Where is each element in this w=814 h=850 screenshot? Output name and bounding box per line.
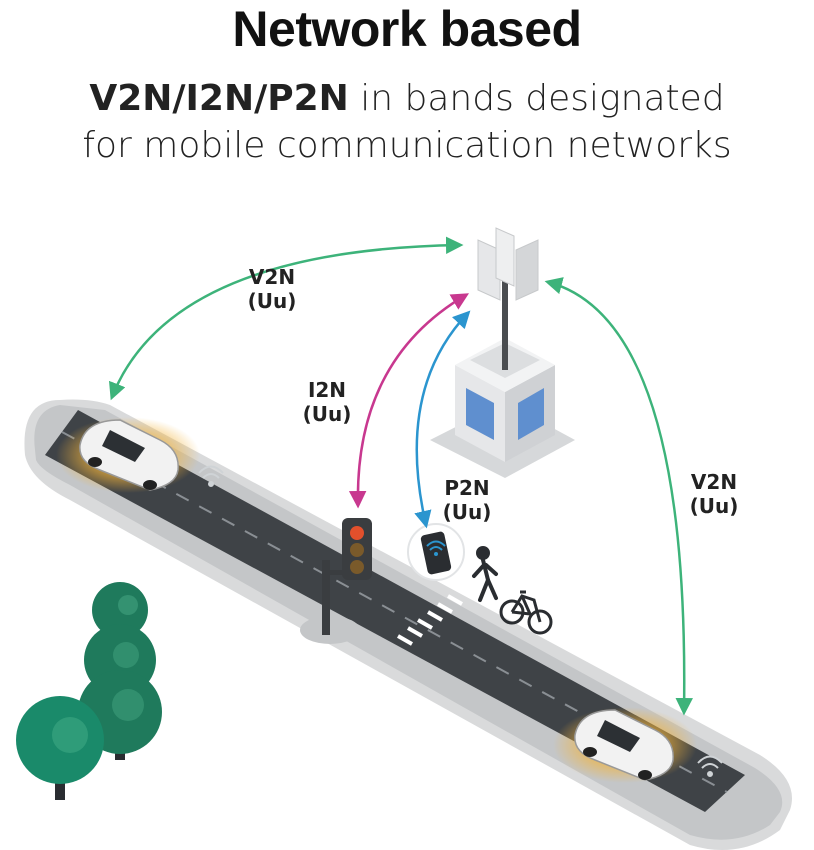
subtitle-bold-terms: V2N/I2N/P2N [89, 78, 349, 119]
v2n-right-interface: (Uu) [689, 494, 739, 518]
car-icon [56, 417, 200, 493]
pedestrian-icon [472, 546, 498, 602]
diagram-title: Network based [232, 1, 582, 57]
subtitle-line-2: for mobile communication networks [82, 125, 732, 166]
p2n-name: P2N [444, 476, 490, 500]
i2n-label: I2N (Uu) [292, 378, 362, 426]
v2n-right-arrow [544, 277, 693, 716]
cell-tower-icon [477, 227, 539, 370]
v2n-left-label: V2N (Uu) [232, 265, 312, 313]
subtitle-line-1: V2N/I2N/P2N in bands designated [0, 78, 814, 119]
p2n-interface: (Uu) [442, 500, 492, 524]
subtitle-line-1-rest: in bands designated [348, 78, 725, 119]
i2n-arrow [348, 293, 470, 509]
v2n-left-arrow [109, 236, 464, 401]
v2n-right-name: V2N [690, 470, 738, 494]
wifi-signal-icon [697, 755, 723, 777]
v2n-left-interface: (Uu) [247, 289, 297, 313]
i2n-interface: (Uu) [302, 402, 352, 426]
traffic-light-icon [300, 518, 372, 644]
wifi-signal-icon [198, 465, 224, 487]
p2n-label: P2N (Uu) [432, 476, 502, 524]
v2n-right-label: V2N (Uu) [674, 470, 754, 518]
crosswalk [397, 594, 463, 646]
p2n-arrow [414, 310, 471, 529]
smartphone-icon [407, 523, 465, 581]
tree-icon [16, 696, 104, 800]
car-icon [553, 707, 697, 783]
v2n-left-name: V2N [248, 265, 296, 289]
i2n-name: I2N [307, 378, 347, 402]
